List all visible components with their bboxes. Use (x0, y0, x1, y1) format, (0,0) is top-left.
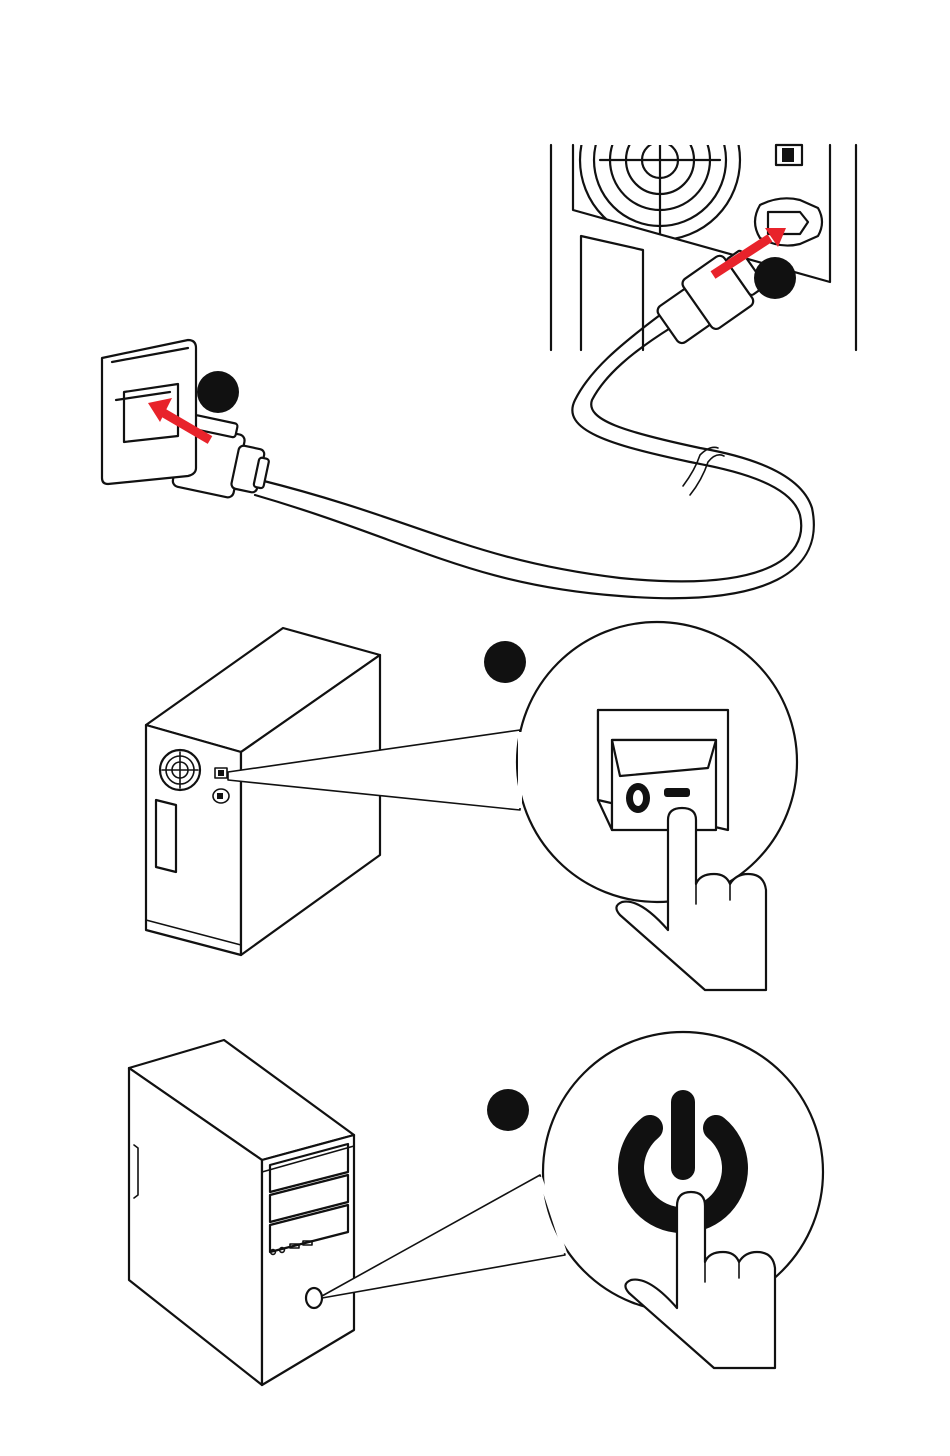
pc-tower-front-icon (129, 1040, 354, 1385)
wall-outlet-icon (102, 340, 196, 484)
step-marker-4 (487, 1089, 529, 1131)
psu-rocker-switch-icon (598, 710, 728, 830)
step-marker-1 (197, 371, 239, 413)
step-marker-3 (484, 641, 526, 683)
power-cord-icon (172, 243, 814, 598)
step-marker-2 (754, 257, 796, 299)
